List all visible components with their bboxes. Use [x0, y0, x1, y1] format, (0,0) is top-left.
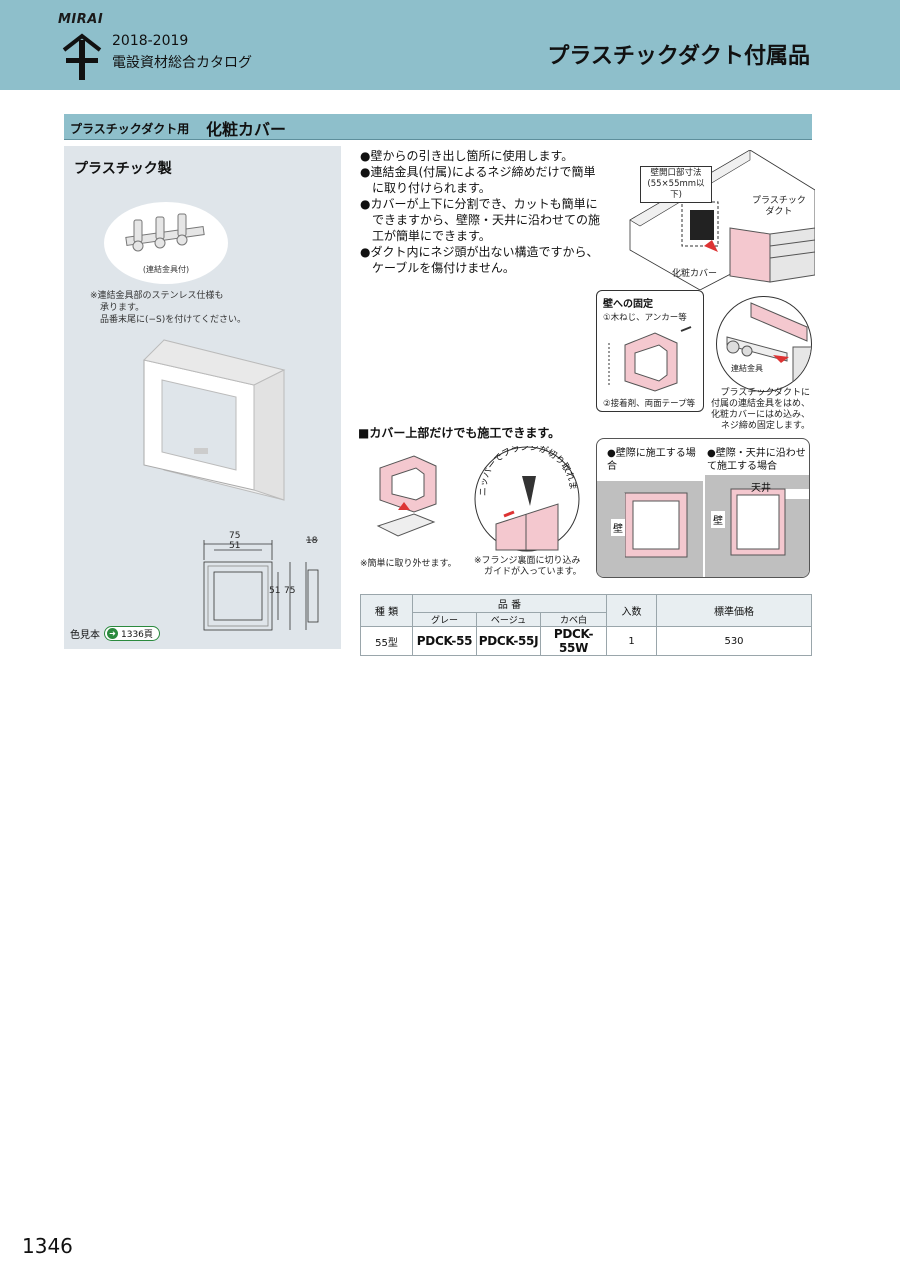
cell-gray: PDCK-55	[412, 626, 477, 656]
mirai-logo-icon	[62, 33, 102, 80]
joint-label: 連結金具	[731, 364, 763, 373]
nipper-circle-illustration: ニッパーでフランジが切り取れます	[474, 446, 580, 552]
col-white: カベ白	[540, 612, 607, 627]
joint-note-line: 付属の連結金具をはめ、	[710, 399, 810, 409]
product-panel: プラスチック製 (連結金具付) ※連結金具部のステンレス仕様も 承ります。 品番…	[64, 146, 341, 649]
product-photo	[143, 339, 286, 501]
duct-label-1: プラスチック	[752, 196, 806, 206]
col-qty: 入数	[606, 594, 657, 627]
cell-qty: 1	[606, 626, 657, 656]
spec-table: 種 類 品 番 入数 標準価格 グレー ベージュ カベ白 55型 PDCK-55…	[360, 594, 812, 656]
detach-note: ※簡単に取り外せます。	[360, 559, 457, 569]
section-title: 化粧カバー	[206, 120, 287, 139]
feature-item: ●ダクト内にネジ頭が出ない構造ですから、ケーブルを傷付けません。	[360, 245, 599, 275]
installation-illustration	[629, 150, 815, 290]
col-type: 種 類	[360, 594, 413, 627]
dim-height-inner: 51	[269, 586, 281, 596]
col-beige: ベージュ	[476, 612, 541, 627]
color-ref-link[interactable]: ➜ 1336頁	[104, 626, 160, 641]
case-wall-title: ●壁際に施工する場合	[607, 448, 696, 472]
feature-item: ●カバーが上下に分割でき、カットも簡単にできますから、壁際・天井に沿わせての施工…	[360, 197, 601, 243]
col-part-no: 品 番	[412, 594, 607, 613]
section-subtitle: プラスチックダクト用	[70, 122, 190, 136]
wall-label: 壁	[711, 511, 725, 528]
case-wall-ceiling-title: ●壁際・天井に沿わせて施工する場合	[707, 448, 806, 472]
catalog-year: 2018-2019	[112, 33, 189, 49]
cell-beige: PDCK-55J	[476, 626, 541, 656]
cell-type: 55型	[360, 626, 413, 656]
accessory-image: (連結金具付)	[104, 202, 228, 284]
color-ref-label: 色見本	[70, 630, 100, 641]
note-line-2: 承ります。	[100, 303, 145, 313]
joint-bracket-icon	[125, 213, 205, 252]
duct-label: プラスチック ダクト	[752, 196, 806, 218]
material-label: プラスチック製	[74, 161, 172, 177]
nipper-note-line: ガイドが入っています。	[484, 567, 582, 577]
feature-list: ●壁からの引き出し箇所に使用します。 ●連結金具(付属)によるネジ締めだけで簡単…	[360, 148, 600, 276]
nipper-note-line: ※フランジ裏面に切り込み	[474, 556, 581, 566]
accessory-caption: (連結金具付)	[142, 265, 190, 274]
cell-white: PDCK-55W	[540, 626, 607, 656]
col-gray: グレー	[412, 612, 477, 627]
wall-fix-method-2: ②接着剤、両面テープ等	[603, 399, 696, 409]
wall-fix-title: 壁への固定	[603, 299, 653, 310]
joint-note: プラスチックダクトに 付属の連結金具をはめ、 化粧カバーにはめ込み、 ネジ締め固…	[698, 388, 810, 432]
page-title: プラスチックダクト付属品	[547, 44, 810, 69]
col-price: 標準価格	[656, 594, 812, 627]
detach-illustration	[376, 455, 437, 537]
section-header: プラスチックダクト用 化粧カバー	[64, 114, 812, 140]
dim-height-outer: 75	[284, 586, 296, 596]
stainless-note: ※連結金具部のステンレス仕様も 承ります。 品番末尾に(−S)を付けてください。	[90, 290, 270, 326]
joint-note-line: 化粧カバーにはめ込み、	[710, 410, 810, 420]
dim-depth: 18	[306, 536, 318, 546]
wall-fixing-box: 壁への固定 ①木ねじ、アンカー等 ②接着剤、両面テープ等	[596, 290, 704, 412]
dimension-drawing	[203, 539, 319, 631]
arrow-right-icon: ➜	[107, 628, 118, 639]
feature-item: ●壁からの引き出し箇所に使用します。	[360, 149, 574, 163]
duct-label-2: ダクト	[765, 207, 793, 217]
wall-opening-text: 壁開口部寸法	[650, 168, 702, 178]
wall-label: 壁	[611, 519, 625, 536]
page-number: 1346	[22, 1234, 73, 1258]
wall-opening-size: (55×55mm以下)	[647, 179, 705, 200]
wall-fix-illustration	[608, 326, 692, 392]
note-line-3: 品番末尾に(−S)を付けてください。	[100, 315, 247, 325]
color-ref-page: 1336頁	[121, 630, 153, 640]
note-line-1: ※連結金具部のステンレス仕様も	[90, 291, 224, 301]
nipper-note: ※フランジ裏面に切り込み ガイドが入っています。	[474, 556, 594, 578]
installation-cases-illustration	[597, 475, 809, 577]
ceiling-label: 天井	[751, 483, 771, 494]
brand-logo-text: MIRAI	[58, 12, 104, 27]
table-row: 55型 PDCK-55 PDCK-55J PDCK-55W 1 530	[360, 626, 812, 656]
feature-item: ●連結金具(付属)によるネジ締めだけで簡単に取り付けられます。	[360, 165, 596, 195]
joint-detail-illustration	[726, 302, 811, 388]
wall-opening-label: 壁開口部寸法 (55×55mm以下)	[640, 166, 712, 203]
dim-width-outer: 75	[229, 531, 241, 541]
catalog-name: 電設資材総合カタログ	[112, 55, 252, 71]
installation-cases-box: ●壁際に施工する場合 ●壁際・天井に沿わせて施工する場合 壁 壁 天井	[596, 438, 810, 578]
wall-fix-method-1: ①木ねじ、アンカー等	[603, 313, 687, 323]
page-header: MIRAI 2018-2019 電設資材総合カタログ プラスチックダクト付属品	[0, 0, 900, 90]
joint-detail-circle: 連結金具	[716, 296, 812, 392]
color-reference: 色見本 ➜ 1336頁	[70, 626, 160, 641]
joint-note-line: ネジ締め固定します。	[720, 421, 810, 431]
cover-label: 化粧カバー	[672, 269, 718, 279]
joint-note-line: プラスチックダクトに	[720, 388, 810, 398]
dim-width-inner: 51	[229, 541, 241, 551]
cell-price: 530	[656, 626, 812, 656]
top-only-heading: ■カバー上部だけでも施工できます。	[358, 426, 561, 440]
